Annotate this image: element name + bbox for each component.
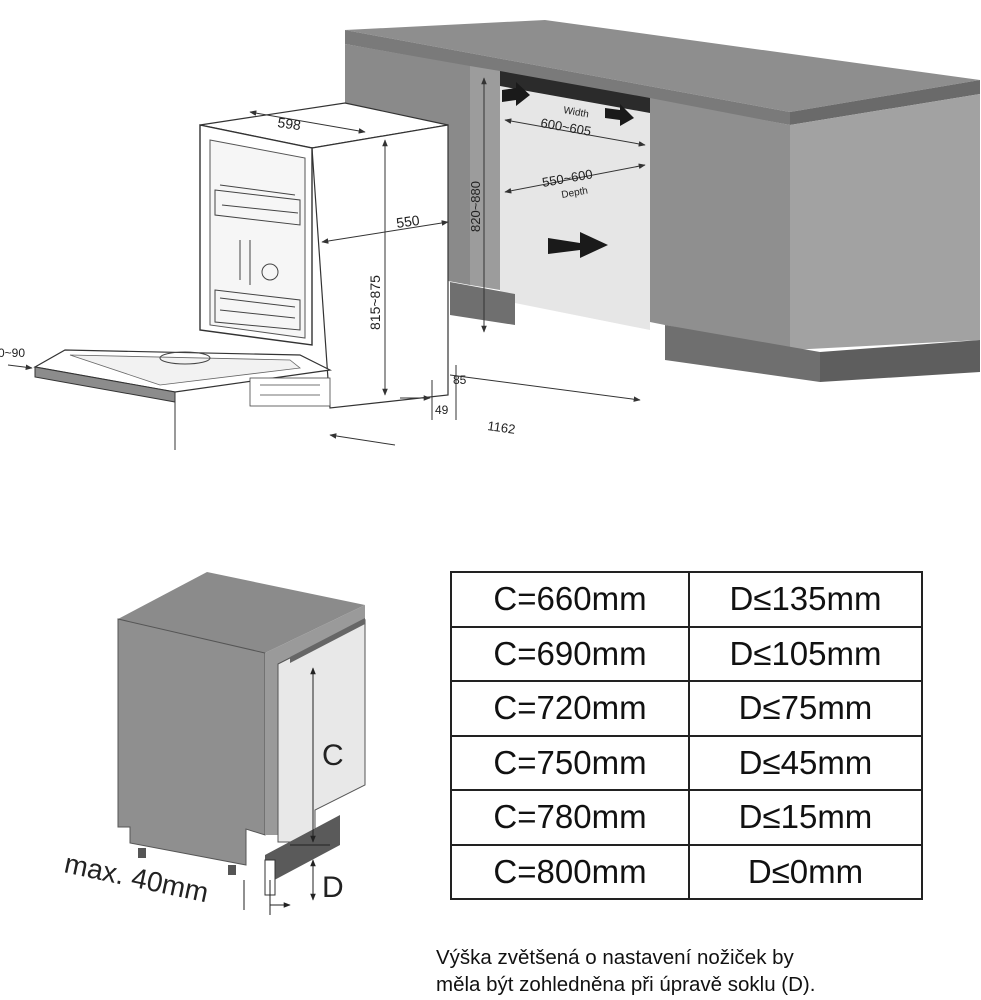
- d-value: D≤0mm: [688, 843, 923, 900]
- height-plinth-table: C=660mm D≤135mm C=690mm D≤105mm C=720mm …: [450, 571, 923, 900]
- note-line-1: Výška zvětšená o nastavení nožiček by: [436, 946, 794, 969]
- table-row: C=690mm D≤105mm: [450, 625, 923, 682]
- plinth-gap-value: 85: [453, 373, 467, 387]
- c-value: C=780mm: [450, 789, 690, 846]
- table-row: C=720mm D≤75mm: [450, 680, 923, 737]
- d-value: D≤75mm: [688, 680, 923, 737]
- installation-diagram: Width 600~605 550~600 Depth 820~880: [0, 20, 980, 450]
- dishwasher-height-value: 815~875: [367, 275, 383, 330]
- table-row: C=780mm D≤15mm: [450, 789, 923, 846]
- note-line-2: měla být zohledněna při úpravě soklu (D)…: [436, 973, 816, 996]
- door-angle-value: 0~90: [0, 346, 25, 360]
- c-value: C=690mm: [450, 625, 690, 682]
- c-value: C=750mm: [450, 734, 690, 791]
- d-value: D≤15mm: [688, 789, 923, 846]
- plinth-depth-value: 49: [435, 403, 449, 417]
- open-length-value: 1162: [487, 418, 517, 437]
- side-view-diagram: C D max. 40mm: [62, 572, 366, 915]
- dishwasher: [33, 102, 449, 409]
- dishwasher-dimensions: [7, 110, 641, 450]
- max-depth-note: max. 40mm: [62, 848, 211, 909]
- label-d: D: [322, 871, 344, 904]
- d-value: D≤105mm: [688, 625, 923, 682]
- table-row: C=800mm D≤0mm: [450, 843, 923, 900]
- adjustment-note: Výška zvětšená o nastavení nožiček by mě…: [436, 944, 981, 998]
- side-view-dimensions: [243, 667, 330, 915]
- niche-height-value: 820~880: [468, 181, 483, 232]
- d-value: D≤45mm: [688, 734, 923, 791]
- label-c: C: [322, 739, 344, 772]
- c-value: C=800mm: [450, 843, 690, 900]
- dishwasher-depth-value: 550: [395, 212, 421, 231]
- table-row: C=660mm D≤135mm: [450, 571, 923, 628]
- appliance-side-body: [117, 572, 366, 896]
- dishwasher-width-value: 598: [277, 114, 303, 133]
- niche-dimensions: [481, 77, 646, 333]
- niche-width-label: Width: [562, 105, 589, 120]
- table-row: C=750mm D≤45mm: [450, 734, 923, 791]
- c-value: C=660mm: [450, 571, 690, 628]
- niche-depth-label: Depth: [561, 185, 589, 200]
- d-value: D≤135mm: [688, 571, 923, 628]
- c-value: C=720mm: [450, 680, 690, 737]
